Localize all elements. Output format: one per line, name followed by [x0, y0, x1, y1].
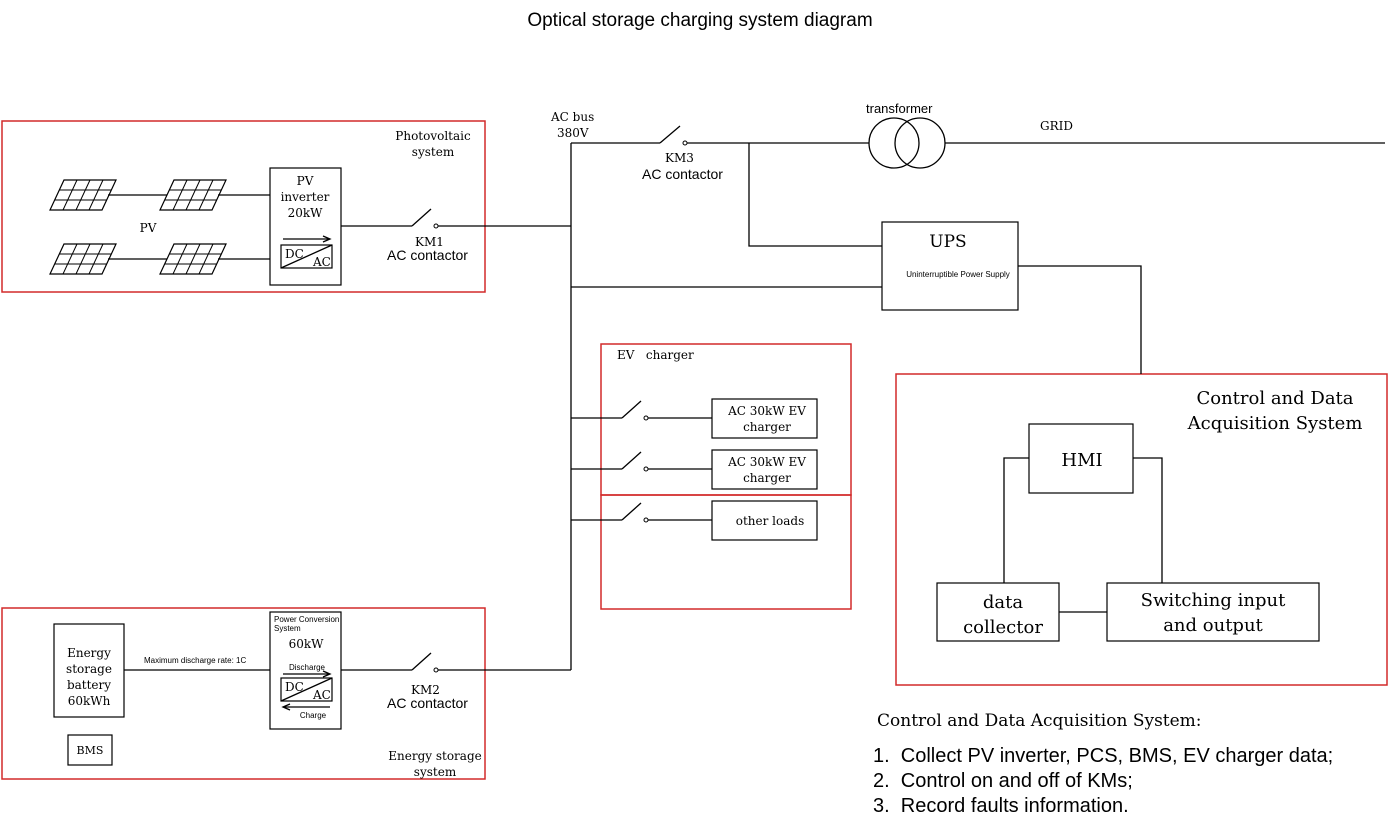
control-system-title-1: Control and Data	[1196, 388, 1353, 409]
ups-grid-feed	[748, 143, 882, 247]
km1-id: KM1	[415, 235, 444, 249]
pv-inverter-line2: inverter	[281, 190, 330, 204]
other-loads-box	[711, 500, 818, 541]
pv-inverter-ac: AC	[312, 255, 331, 269]
other-loads-feed	[571, 502, 712, 523]
solar-panel-icon	[49, 243, 117, 275]
pcs-rating: 60kW	[289, 637, 325, 651]
grid-label: GRID	[1040, 119, 1073, 133]
ev-feed-2	[571, 451, 712, 472]
ev-feed-1	[571, 400, 712, 421]
pv-inverter-dc: DC	[285, 247, 304, 261]
hmi-io-link	[1133, 457, 1163, 583]
km2-switch	[341, 652, 571, 673]
ev-charger-1-line1: AC 30kW EV	[727, 404, 806, 418]
notes-item-1: 1. Collect PV inverter, PCS, BMS, EV cha…	[873, 745, 1333, 767]
ev-charger-1-line2: charger	[743, 420, 791, 434]
switching-io-line2: and output	[1163, 615, 1263, 636]
transformer-symbol	[868, 117, 946, 169]
solar-panel-icon	[49, 179, 117, 211]
battery-line1: Energy	[67, 646, 111, 660]
ac-bus-label: AC bus	[550, 110, 594, 124]
battery-box	[53, 623, 125, 718]
battery-line2: storage	[66, 662, 112, 676]
pcs-ac: AC	[312, 688, 331, 702]
km1-label: AC contactor	[387, 247, 468, 263]
solar-panel-icon	[159, 179, 227, 211]
bms-label: BMS	[77, 744, 104, 757]
ev-charger-1-box	[711, 398, 818, 439]
notes-heading: Control and Data Acquisition System:	[877, 711, 1202, 731]
switching-io-line1: Switching input	[1141, 590, 1286, 611]
storage-system-title-1: Energy storage	[388, 749, 481, 763]
ac-bus-voltage: 380V	[557, 126, 589, 140]
ups-subtitle: Uninterruptible Power Supply	[906, 270, 1010, 279]
data-collector-line1: data	[983, 592, 1023, 613]
transformer-label: transformer	[866, 101, 933, 116]
pv-inverter-line1: PV	[297, 174, 314, 188]
bms-box	[67, 734, 113, 766]
ups-title: UPS	[929, 232, 966, 252]
pcs-line2: System	[274, 624, 301, 633]
battery-line3: battery	[67, 678, 111, 692]
pv-system-border	[1, 120, 486, 293]
data-collector-line2: collector	[963, 617, 1043, 638]
pv-label: PV	[140, 221, 157, 235]
storage-system-border	[1, 607, 486, 780]
ac-bus	[570, 142, 660, 670]
control-system-title-2: Acquisition System	[1187, 413, 1363, 434]
ev-charger-2-box	[711, 449, 818, 490]
hmi-box	[1028, 423, 1134, 494]
ev-charger-2-line1: AC 30kW EV	[727, 455, 806, 469]
km2-id: KM2	[411, 683, 440, 697]
ev-charger-title: EV charger	[617, 348, 694, 362]
pv-system-title-2: system	[412, 145, 455, 159]
storage-system-title-2: system	[414, 765, 457, 779]
solar-panel-icon	[159, 243, 227, 275]
pcs-discharge-label: Discharge	[289, 663, 326, 672]
battery-line4: 60kWh	[68, 694, 111, 708]
notes-item-2: 2. Control on and off of KMs;	[873, 770, 1133, 792]
ups-box	[881, 221, 1019, 311]
pcs-discharge-arrow-icon	[283, 670, 332, 678]
km3-switch	[659, 125, 869, 146]
other-loads-border	[600, 494, 852, 610]
pv-inverter-arrow-icon	[283, 235, 332, 243]
notes-item-3: 3. Record faults information.	[873, 795, 1129, 817]
discharge-rate-label: Maximum discharge rate: 1C	[144, 656, 246, 665]
switching-io-box	[1106, 582, 1320, 642]
hmi-collector-link	[1003, 457, 1029, 583]
pv-system-title-1: Photovoltaic	[395, 129, 471, 143]
ups-control-feed	[1018, 265, 1142, 374]
km3-label: AC contactor	[642, 166, 723, 182]
km2-label: AC contactor	[387, 695, 468, 711]
diagram-title: Optical storage charging system diagram	[527, 10, 872, 31]
pv-inverter-line3: 20kW	[288, 206, 324, 220]
km1-switch	[341, 208, 571, 229]
pcs-line1: Power Conversion	[274, 615, 339, 624]
pcs-box	[269, 611, 342, 730]
ev-charger-2-line2: charger	[743, 471, 791, 485]
hmi-label: HMI	[1061, 450, 1102, 471]
pcs-charge-label: Charge	[300, 711, 327, 720]
data-collector-box	[936, 582, 1060, 642]
pcs-charge-arrow-icon	[281, 703, 330, 711]
pcs-dc: DC	[285, 680, 304, 694]
other-loads-label: other loads	[736, 514, 804, 528]
km3-id: KM3	[665, 151, 694, 165]
